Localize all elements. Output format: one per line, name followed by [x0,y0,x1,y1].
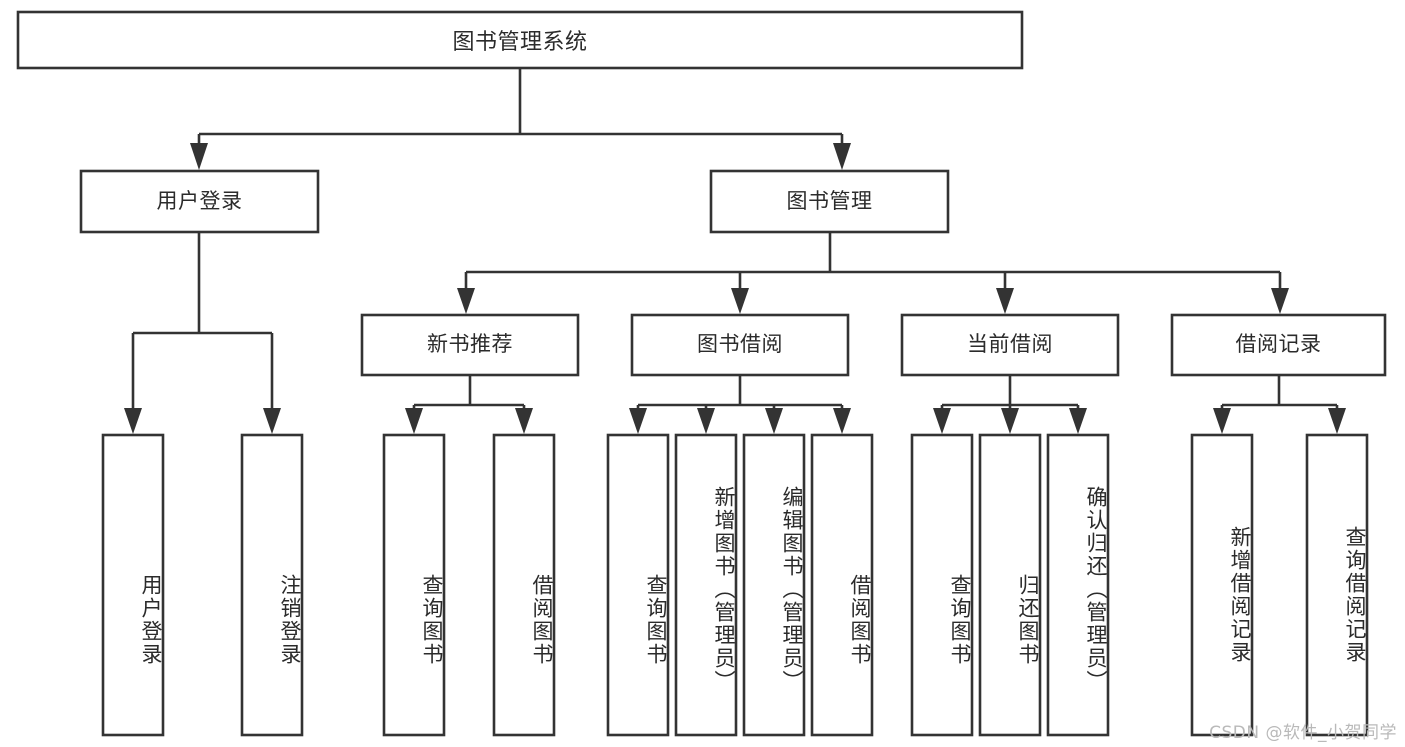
node-box-borrow-record[interactable] [1170,313,1387,377]
connector-bookmanage-to-level3 [457,232,1289,314]
node-box-leaf-add-book[interactable] [674,433,738,737]
node-box-leaf-query-book-3[interactable] [910,433,974,737]
node-box-leaf-query-book-2[interactable] [606,433,670,737]
connector-newbook-to-leaves [405,375,533,434]
node-box-user-login[interactable] [79,169,320,234]
csdn-watermark: CSDN @软件_小贺同学 [1209,723,1397,743]
node-box-book-borrow[interactable] [630,313,850,377]
node-box-book-manage[interactable] [709,169,950,234]
node-box-leaf-borrow-book-2[interactable] [810,433,874,737]
node-box-current-borrow[interactable] [900,313,1120,377]
node-box-leaf-return-book[interactable] [978,433,1042,737]
node-box-leaf-query-record[interactable] [1305,433,1369,737]
node-box-leaf-add-record[interactable] [1190,433,1254,737]
connector-currentborrow-to-leaves [933,375,1087,434]
node-box-leaf-borrow-book-1[interactable] [492,433,556,737]
connector-userlogin-to-leaves [124,232,281,434]
connector-root-to-level2 [190,67,851,170]
connector-borrowrecord-to-leaves [1213,375,1346,434]
node-box-leaf-query-book-1[interactable] [382,433,446,737]
node-box-leaf-edit-book[interactable] [742,433,806,737]
node-box-root[interactable] [16,10,1024,70]
node-box-leaf-user-login[interactable] [101,433,165,737]
node-box-new-book-recommend[interactable] [360,313,580,377]
node-box-leaf-confirm-return[interactable] [1046,433,1110,737]
node-box-leaf-logout[interactable] [240,433,304,737]
connector-bookborrow-to-leaves [629,375,851,434]
